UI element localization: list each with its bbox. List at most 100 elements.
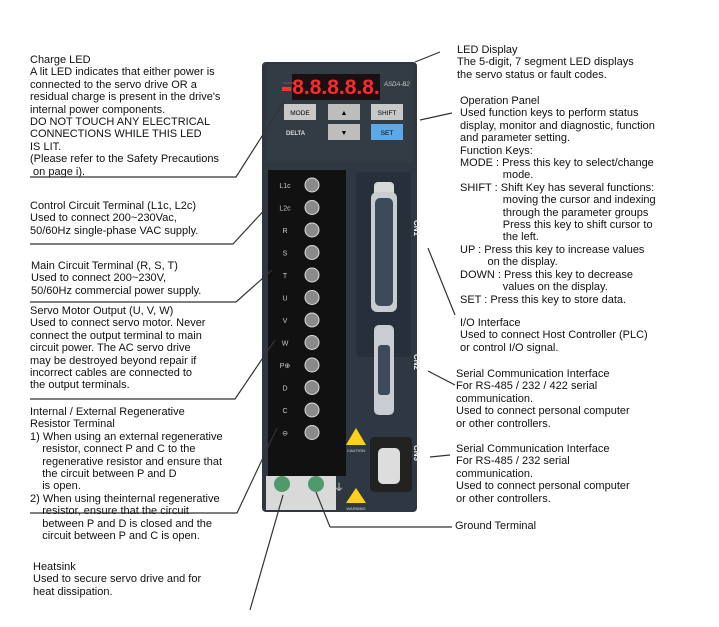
callout-title: Serial Communication Interface [456, 368, 610, 380]
mode-button-label: MODE [290, 110, 310, 117]
shift-button[interactable]: SHIFT [371, 104, 403, 120]
terminal-screw-icon [304, 357, 320, 373]
callout-text-line: For RS-485 / 232 serial [456, 455, 570, 468]
callout-ground-terminal: Ground Terminal [455, 520, 536, 532]
callout-text-line: 50/60Hz commercial power supply. [31, 284, 202, 297]
callout-title: Control Circuit Terminal (L1c, L2c) [30, 200, 197, 212]
up-button[interactable]: ▲ [328, 104, 360, 120]
charge-led [282, 87, 291, 91]
mode-button[interactable]: MODE [284, 104, 316, 120]
callout-text-line: Press this key to shift cursor to [460, 219, 653, 232]
callout-title: Main Circuit Terminal (R, S, T) [31, 260, 178, 272]
ground-icon: ⏚ [334, 482, 344, 494]
callout-text-line: communication. [456, 467, 534, 480]
callout-text-line: 2) When using theinternal regenerative [30, 492, 220, 505]
caution-label: CAUTION [347, 448, 365, 453]
callout-title: Charge LED [30, 54, 91, 66]
callout-text-line: on the display. [460, 256, 558, 269]
callout-text-line: on page i). [30, 165, 86, 178]
callout-text-line: moving the cursor and indexing [460, 194, 656, 207]
terminal-screw-icon [304, 312, 320, 328]
terminal-8: P⊕ [280, 357, 320, 373]
cn2-label: CN2 [412, 354, 421, 371]
callout-text-line: or control I/O signal. [460, 341, 559, 354]
ground-screw [274, 476, 290, 492]
warning-icon [346, 488, 366, 503]
terminal-screw-icon [304, 267, 320, 283]
terminal-screw-icon [304, 177, 320, 193]
terminal-screw-icon [304, 380, 320, 395]
terminal-label: ⊖ [282, 431, 288, 438]
terminal-screw-icon [304, 200, 320, 215]
callout-title: Ground Terminal [455, 520, 537, 532]
shift-button-label: SHIFT [378, 110, 397, 117]
terminal-7: W [282, 335, 320, 350]
terminal-screw-icon [304, 290, 320, 305]
callout-text-line: values on the display. [460, 281, 608, 294]
callout-text-line: resistor, connect P and C to the [30, 443, 196, 456]
callout-text-line: connected to the servo drive OR a [30, 78, 197, 91]
callout-text-line: Used to connect personal computer [456, 480, 630, 493]
callout-text-line: Function Keys: [460, 144, 533, 157]
terminal-5: U [282, 290, 320, 305]
callout-text-line: internal power components. [30, 103, 166, 116]
callout-text-line: the output terminals. [30, 379, 130, 392]
terminal-label: U [282, 296, 287, 303]
callout-text-line: DO NOT TOUCH ANY ELECTRICAL [30, 116, 211, 129]
callout-text-line: IS LIT. [30, 140, 62, 153]
ground-screw [308, 476, 324, 492]
cn2-socket [378, 345, 390, 395]
callout-text-line: 50/60Hz single-phase VAC supply. [30, 224, 199, 237]
callout-title: Operation Panel [460, 95, 540, 107]
callout-text-line: heat dissipation. [33, 585, 113, 598]
terminal-label: P⊕ [280, 363, 291, 370]
callout-text-line: and parameter setting. [460, 132, 571, 145]
cn1-label: CN1 [412, 220, 421, 237]
callout-text-line: DOWN : Press this key to decrease [460, 268, 633, 281]
callout-text-line: incorrect cables are connected to [30, 367, 193, 380]
callout-text-line: CONNECTIONS WHILE THIS LED [30, 128, 202, 141]
terminal-label: R [282, 228, 287, 235]
up-arrow-icon: ▲ [341, 110, 348, 117]
callout-text-line: Used to connect personal computer [456, 405, 630, 418]
callout-text-line: The 5-digit, 7 segment LED displays [457, 56, 634, 69]
set-button-label: SET [381, 130, 394, 137]
callout-text-line: connect the output terminal to main [30, 329, 202, 342]
callout-text-line: SET : Press this key to store data. [460, 293, 627, 306]
callout-text-line: or other controllers. [456, 417, 551, 430]
terminal-label: W [282, 341, 289, 348]
callout-text-line: between P and D is closed and the [30, 517, 213, 530]
callout-title: Heatsink [33, 561, 76, 573]
callout-text-line: 1) When using an external regenerative [30, 430, 223, 443]
callout-text-line: circuit between P and C is open. [30, 530, 200, 543]
terminal-1: L2c [279, 200, 320, 215]
warning-label: WARNING [346, 506, 365, 511]
terminal-6: V [283, 312, 320, 328]
terminal-2: R [282, 222, 320, 238]
callout-text-line: Used to connect Host Controller (PLC) [460, 329, 648, 342]
callout-text-line: communication. [456, 392, 534, 405]
terminal-screw-icon [304, 402, 320, 418]
cn3-label: CN3 [412, 445, 421, 462]
terminal-label: D [282, 386, 287, 393]
terminal-label: L1c [279, 183, 291, 190]
callout-text-line: may be destroyed beyond repair if [30, 354, 197, 367]
set-button[interactable]: SET [371, 124, 403, 140]
terminal-screw-icon [304, 222, 320, 238]
callout-text-line: UP : Press this key to increase values [460, 243, 645, 256]
callout-text-line: through the parameter groups [460, 206, 649, 219]
callout-text-line: circuit power. The AC servo drive [30, 342, 191, 355]
callout-text-line: mode. [460, 169, 534, 182]
led-digits: 8.8.8.8.8. [292, 76, 380, 99]
callout-title: Internal / External Regenerative [30, 406, 185, 418]
callout-text-line: Used to connect servo motor. Never [30, 317, 206, 330]
callout-text-line: Resistor Terminal [30, 418, 115, 431]
down-button[interactable]: ▼ [328, 124, 360, 140]
callout-text-line: residual charge is present in the drive'… [30, 91, 221, 104]
